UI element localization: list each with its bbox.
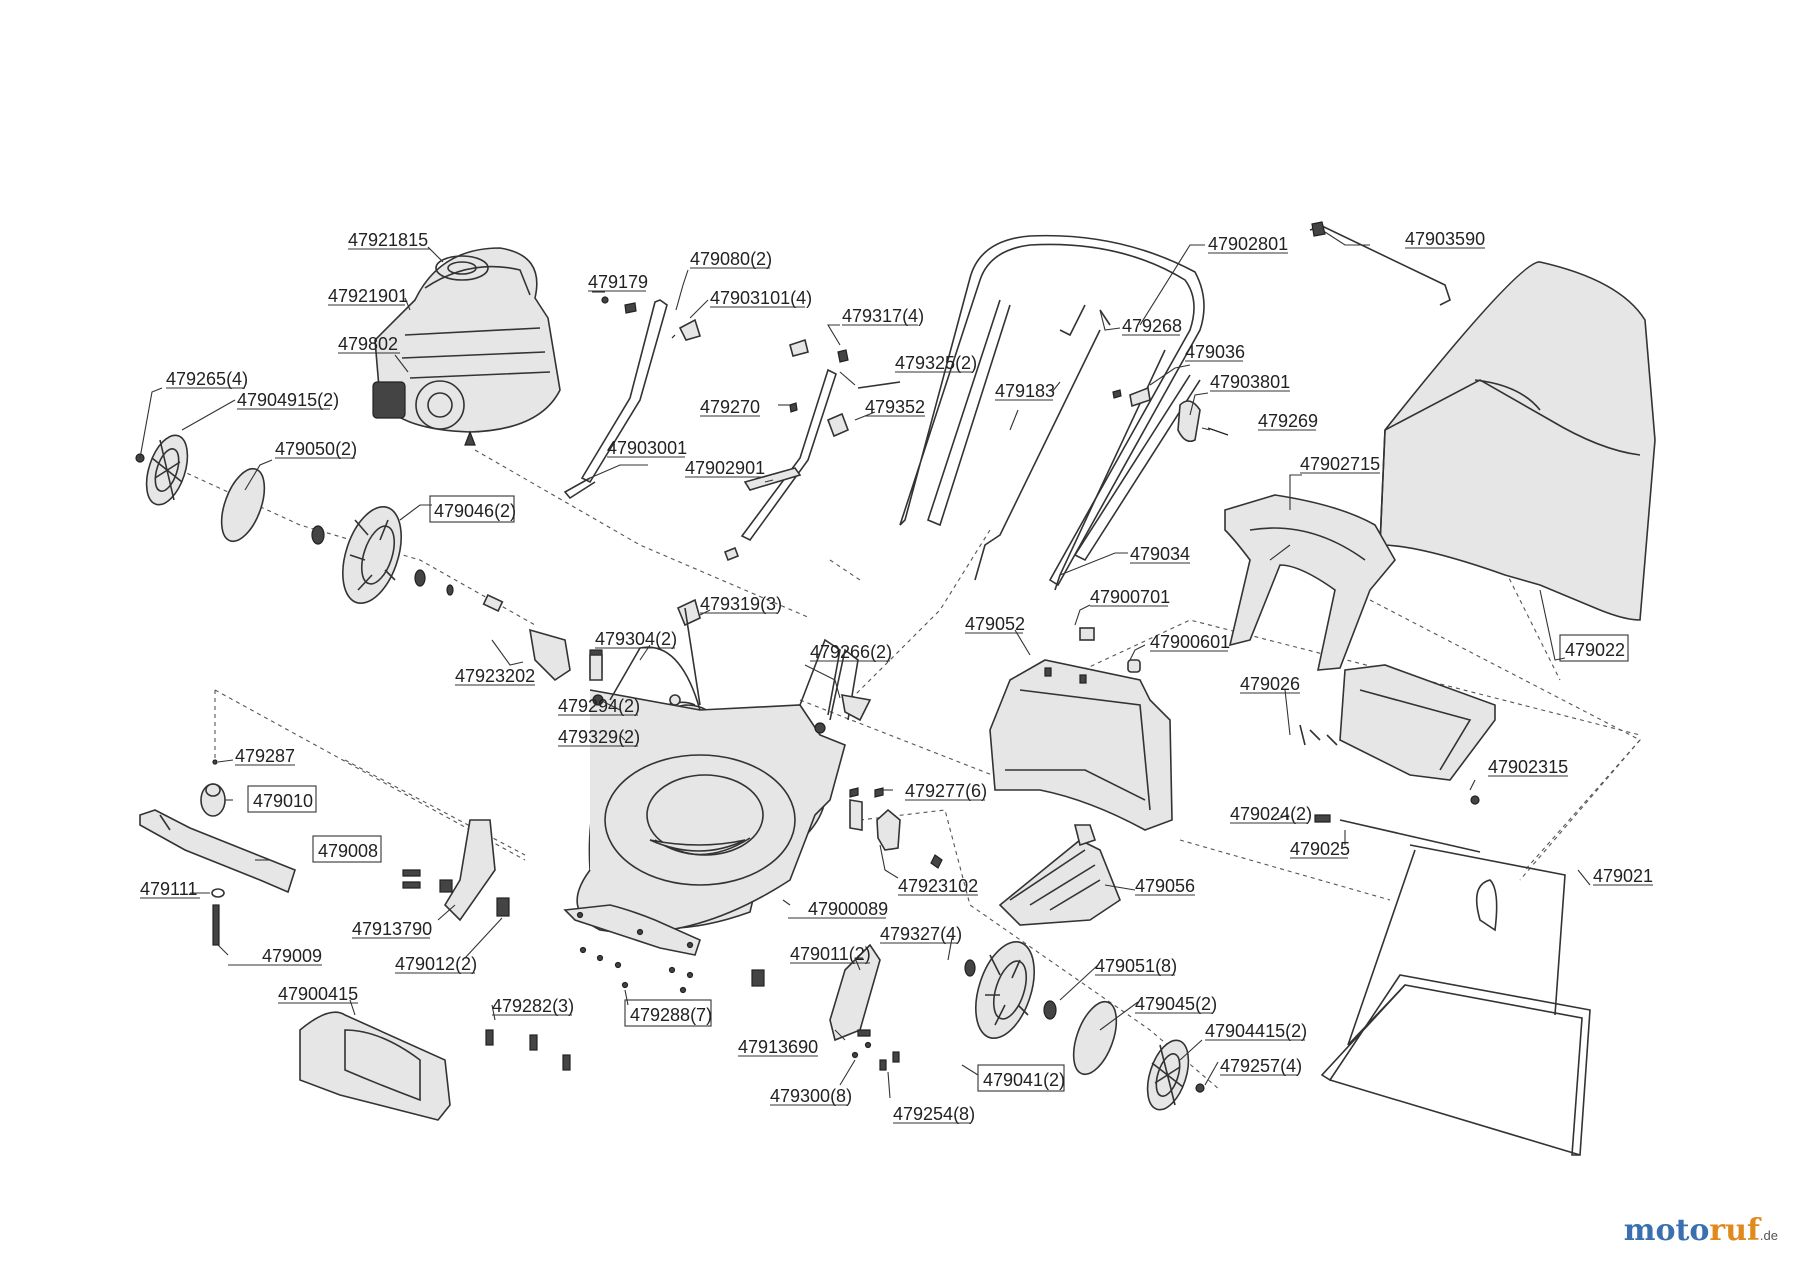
label-479052: 479052 (965, 614, 1025, 634)
label-479282-3: 479282(3) (492, 996, 574, 1016)
upper-handle (899, 234, 1205, 587)
label-47902901: 47902901 (685, 458, 765, 478)
label-479046-2: 479046(2) (434, 501, 516, 521)
label-479325-2: 479325(2) (895, 353, 977, 373)
label-479111: 479111 (140, 879, 197, 899)
label-479009: 479009 (262, 946, 322, 966)
label-479352: 479352 (865, 397, 925, 417)
rear-deflector (1224, 494, 1396, 671)
bottom-guard-plate (563, 904, 701, 956)
box-479041-2 (977, 1064, 1065, 1092)
label-479329-2: 479329(2) (558, 727, 640, 747)
rear-bracket (989, 627, 1173, 831)
label-479022: 479022 (1565, 640, 1625, 660)
label-479254-8: 479254(8) (893, 1104, 975, 1124)
label-479010: 479010 (253, 791, 313, 811)
label-47921901: 47921901 (328, 286, 408, 306)
label-479036: 479036 (1185, 342, 1245, 362)
label-479008: 479008 (318, 841, 378, 861)
label-47921815: 47921815 (348, 230, 428, 250)
label-47903801: 47903801 (1210, 372, 1290, 392)
label-479183: 479183 (995, 381, 1055, 401)
label-47900415: 47900415 (278, 984, 358, 1004)
mulch-plug (998, 824, 1121, 926)
label-479034: 479034 (1130, 544, 1190, 564)
deck-side-brackets (402, 819, 881, 1042)
label-47900601: 47900601 (1150, 632, 1230, 652)
box-479022 (1559, 634, 1629, 662)
label-479024-2: 479024(2) (1230, 804, 1312, 824)
label-479277-6: 479277(6) (905, 781, 987, 801)
label-479011-2: 479011(2) (790, 944, 871, 964)
label-479300-8: 479300(8) (770, 1086, 852, 1106)
cables (974, 309, 1229, 591)
label-479012-2: 479012(2) (395, 954, 477, 974)
label-479257-4: 479257(4) (1220, 1056, 1302, 1076)
label-479056: 479056 (1135, 876, 1195, 896)
label-479266-2: 479266(2) (810, 642, 892, 662)
label-47913690: 47913690 (738, 1037, 818, 1057)
label-47903101-4: 47903101(4) (710, 288, 812, 308)
label-47904415-2: 47904415(2) (1205, 1021, 1307, 1041)
label-479050-2: 479050(2) (275, 439, 357, 459)
label-479026: 479026 (1240, 674, 1300, 694)
engine-assembly (372, 247, 561, 446)
label-47902315: 47902315 (1488, 757, 1568, 777)
box-479288-7 (624, 999, 712, 1027)
label-479288-7: 479288(7) (630, 1005, 712, 1025)
label-479327-4: 479327(4) (880, 924, 962, 944)
label-479045-2: 479045(2) (1135, 994, 1217, 1014)
box-479008 (312, 835, 382, 863)
control-bar-cable (1309, 221, 1451, 306)
label-479294-2: 479294(2) (558, 696, 640, 716)
brand-watermark: motoruf.de (1624, 1213, 1778, 1248)
label-479265-4: 479265(4) (166, 369, 248, 389)
box-479046-2 (429, 495, 515, 523)
grass-bag (1379, 261, 1656, 621)
label-479317-4: 479317(4) (842, 306, 924, 326)
label-479802: 479802 (338, 334, 398, 354)
front-cover (299, 1011, 451, 1121)
watermark-brand-part1: moto (1623, 1213, 1710, 1248)
height-adjust-levers (589, 598, 943, 869)
label-47903001: 47903001 (607, 438, 687, 458)
mower-deck (576, 638, 859, 934)
label-47902715: 47902715 (1300, 454, 1380, 474)
label-47902801: 47902801 (1208, 234, 1288, 254)
lower-handles (563, 296, 901, 562)
label-479179: 479179 (588, 272, 648, 292)
part-number-labels: 47921815 47921901 479802 479265(4) 47904… (140, 229, 1653, 1124)
label-479304-2: 479304(2) (595, 629, 677, 649)
box-479010 (247, 785, 317, 813)
label-479021: 479021 (1593, 866, 1653, 886)
rear-left-wheel-parts (135, 434, 603, 682)
label-479051-8: 479051(8) (1095, 956, 1177, 976)
label-479041-2: 479041(2) (983, 1070, 1065, 1090)
blade-assembly (139, 759, 296, 946)
label-47923102: 47923102 (898, 876, 978, 896)
label-479270: 479270 (700, 397, 760, 417)
label-479269: 479269 (1258, 411, 1318, 431)
front-right-wheel-parts (964, 940, 1205, 1111)
label-479268: 479268 (1122, 316, 1182, 336)
label-479319-3: 479319(3) (700, 594, 782, 614)
label-47900701: 47900701 (1090, 587, 1170, 607)
label-479080-2: 479080(2) (690, 249, 772, 269)
label-47903590: 47903590 (1405, 229, 1485, 249)
rear-flap (1299, 664, 1496, 853)
label-47904915-2: 47904915(2) (237, 390, 339, 410)
watermark-tld: .de (1759, 1228, 1778, 1243)
loose-bolts (485, 946, 900, 1071)
label-47900089: 47900089 (808, 899, 888, 919)
grass-bag-frame (1320, 844, 1591, 1156)
label-479025: 479025 (1290, 839, 1350, 859)
label-479287: 479287 (235, 746, 295, 766)
label-47913790: 47913790 (352, 919, 432, 939)
label-47923202: 47923202 (455, 666, 535, 686)
watermark-brand-part2: ruf (1709, 1213, 1760, 1248)
leader-lines (139, 231, 1591, 1099)
